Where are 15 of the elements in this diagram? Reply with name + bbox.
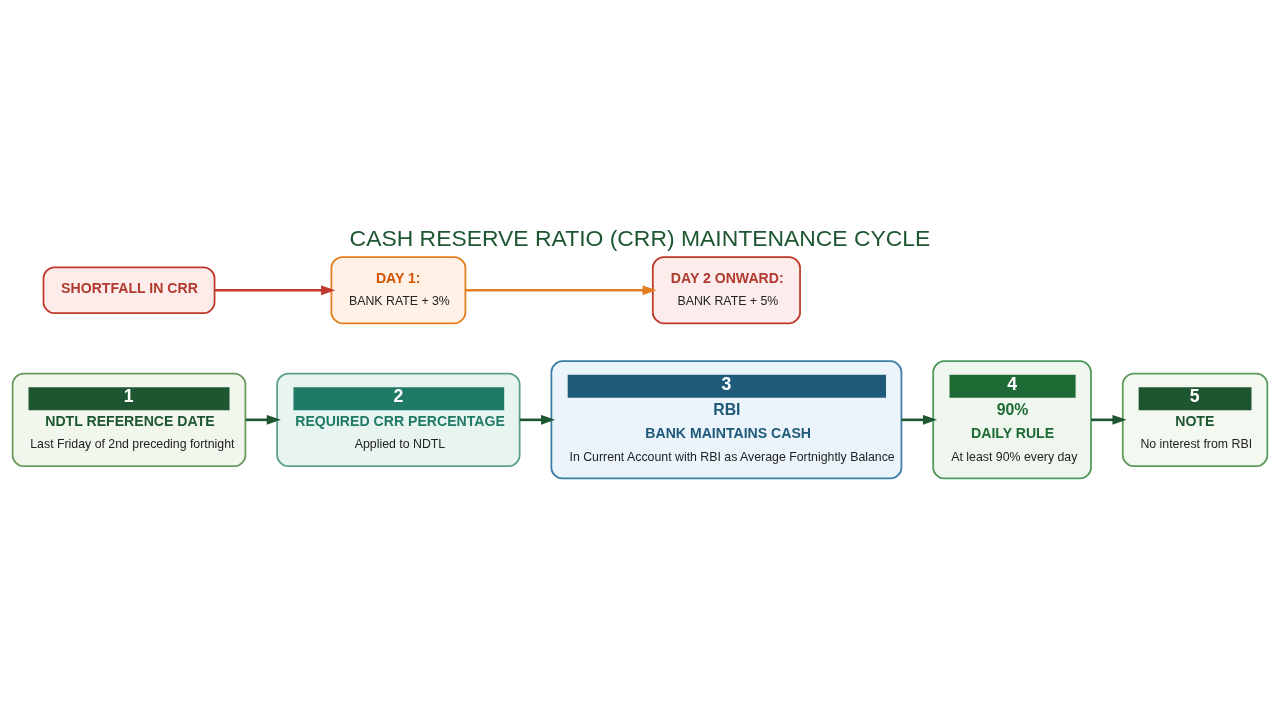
- node-box: 5 NOTE No interest from RBI: [1121, 372, 1269, 467]
- arrow: [519, 414, 556, 425]
- node-box: 1 NDTL REFERENCE DATE Last Friday of 2nd preceding fortnight: [11, 372, 247, 467]
- node-box: 3 RBI BANK MAINTAINS CASH In Current Account with RBI as Average Fortnightly Balance: [550, 359, 903, 479]
- node-box: 2 REQUIRED CRR PERCENTAGE Applied to NDTL: [276, 372, 521, 467]
- arrow: [901, 414, 938, 425]
- node-box: DAY 1: BANK RATE + 3%: [330, 255, 467, 324]
- arrow: [1091, 414, 1127, 425]
- arrow: [465, 284, 657, 295]
- arrow: [214, 284, 336, 295]
- node-box: DAY 2 ONWARD: BANK RATE + 5%: [651, 255, 801, 324]
- node-box: 4 90% DAILY RULE At least 90% every day: [932, 359, 1092, 479]
- node-box: SHORTFALL IN CRR: [42, 265, 216, 314]
- arrow: [245, 414, 281, 425]
- diagram-title: CASH RESERVE RATIO (CRR) MAINTENANCE CYCLE: [349, 224, 931, 251]
